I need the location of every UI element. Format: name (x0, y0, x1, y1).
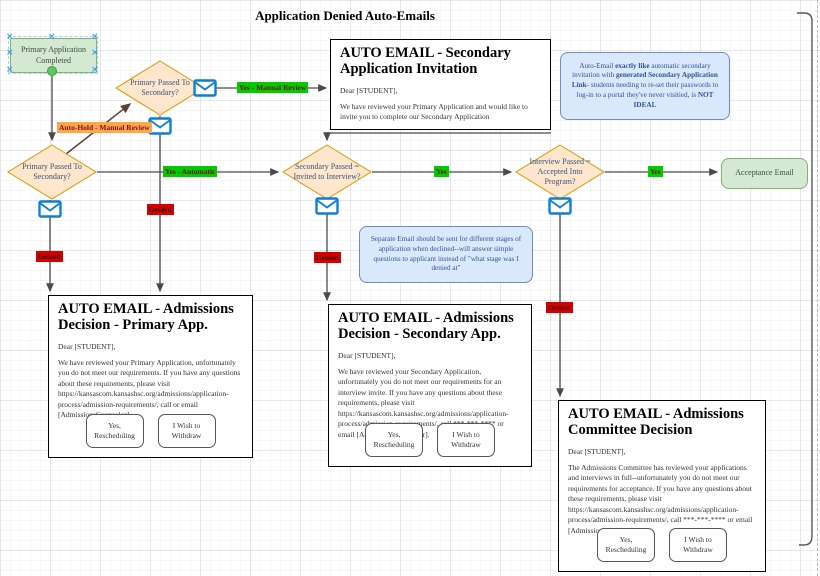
envelope-icon[interactable] (315, 197, 339, 215)
email-box-committee-decision[interactable]: AUTO EMAIL - Admissions Committee Decisi… (558, 400, 766, 572)
edge-label-denied[interactable]: Denied (546, 302, 573, 313)
decision-primary-passed-manual[interactable]: Primary Passed To Secondary? (115, 60, 205, 116)
edge-label-auto-hold[interactable]: Auto-Hold - Manual Review (57, 122, 152, 133)
envelope-icon[interactable] (193, 79, 217, 97)
note-auto-email-not-ideal[interactable]: Auto-Email exactly like automatic second… (560, 52, 730, 120)
email-body: We have reviewed your Primary Applicatio… (340, 101, 528, 122)
decision-interview-passed[interactable]: Interview Passed = Accepted Into Program… (515, 144, 605, 200)
envelope-icon[interactable] (38, 200, 62, 218)
email-greeting: Dear [STUDENT], (568, 446, 626, 456)
email-title: AUTO EMAIL - Admissions Committee Decisi… (568, 406, 744, 438)
withdraw-button[interactable]: I Wish to Withdraw (669, 528, 727, 562)
edge-label-denied[interactable]: Denied (36, 251, 63, 262)
email-greeting: Dear [STUDENT], (340, 85, 398, 95)
email-box-secondary-decision[interactable]: AUTO EMAIL - Admissions Decision - Secon… (328, 304, 532, 467)
decision-label: Interview Passed = Accepted Into Program… (529, 157, 591, 186)
note-text: Separate Email should be sent for differ… (370, 235, 522, 273)
email-title: AUTO EMAIL - Admissions Decision - Secon… (338, 310, 514, 342)
decision-label: Primary Passed To Secondary? (22, 162, 82, 181)
edge-label-denied[interactable]: Denied (147, 204, 174, 215)
edge-label-denied[interactable]: Denied (314, 252, 341, 263)
email-title: AUTO EMAIL - Admissions Decision - Prima… (58, 301, 234, 333)
edge-label-yes[interactable]: Yes (648, 166, 663, 177)
email-greeting: Dear [STUDENT], (58, 341, 116, 351)
reschedule-button[interactable]: Yes, Rescheduling (85, 414, 144, 448)
x-handle-icon[interactable]: × (48, 32, 56, 42)
edge-label-yes-manual-review[interactable]: Yes - Manual Review (237, 82, 309, 93)
decision-secondary-passed[interactable]: Secondary Passed = Invited to Interview? (282, 144, 372, 200)
email-body: We have reviewed your Primary Applicatio… (58, 357, 241, 420)
withdraw-button[interactable]: I Wish to Withdraw (157, 414, 216, 448)
page-title: Application Denied Auto-Emails (255, 8, 435, 23)
edge-label-yes-automatic[interactable]: Yes - Automatic (163, 166, 218, 177)
withdraw-button[interactable]: I Wish to Withdraw (437, 423, 495, 457)
x-handle-icon[interactable]: × (6, 48, 14, 58)
email-body: The Admissions Committee has reviewed yo… (568, 462, 753, 535)
x-handle-icon[interactable]: × (91, 32, 99, 42)
x-handle-icon[interactable]: × (91, 65, 99, 75)
reschedule-button[interactable]: Yes, Rescheduling (597, 528, 655, 562)
email-title: AUTO EMAIL - Secondary Application Invit… (340, 45, 511, 77)
node-acceptance-email[interactable]: Acceptance Email (721, 158, 808, 189)
note-separate-email[interactable]: Separate Email should be sent for differ… (359, 226, 533, 283)
decision-primary-passed-automatic[interactable]: Primary Passed To Secondary? (7, 144, 97, 200)
page-break-divider (817, 0, 818, 576)
envelope-icon[interactable] (548, 197, 572, 215)
node-label: Primary Application Completed (20, 45, 87, 65)
note-text: Auto-Email exactly like automatic second… (571, 61, 719, 109)
x-handle-icon[interactable]: × (6, 32, 14, 42)
x-handle-icon[interactable]: × (91, 48, 99, 58)
node-label: Acceptance Email (735, 168, 794, 178)
edge-label-yes[interactable]: Yes (434, 166, 449, 177)
edge-endpoint-handle[interactable] (47, 66, 57, 76)
reschedule-button[interactable]: Yes, Rescheduling (365, 423, 423, 457)
decision-label: Primary Passed To Secondary? (130, 78, 190, 97)
x-handle-icon[interactable]: × (6, 65, 14, 75)
email-greeting: Dear [STUDENT], (338, 350, 396, 360)
email-box-secondary-invitation[interactable]: AUTO EMAIL - Secondary Application Invit… (330, 39, 551, 130)
email-box-primary-decision[interactable]: AUTO EMAIL - Admissions Decision - Prima… (48, 295, 253, 458)
decision-label: Secondary Passed = Invited to Interview? (293, 162, 361, 181)
